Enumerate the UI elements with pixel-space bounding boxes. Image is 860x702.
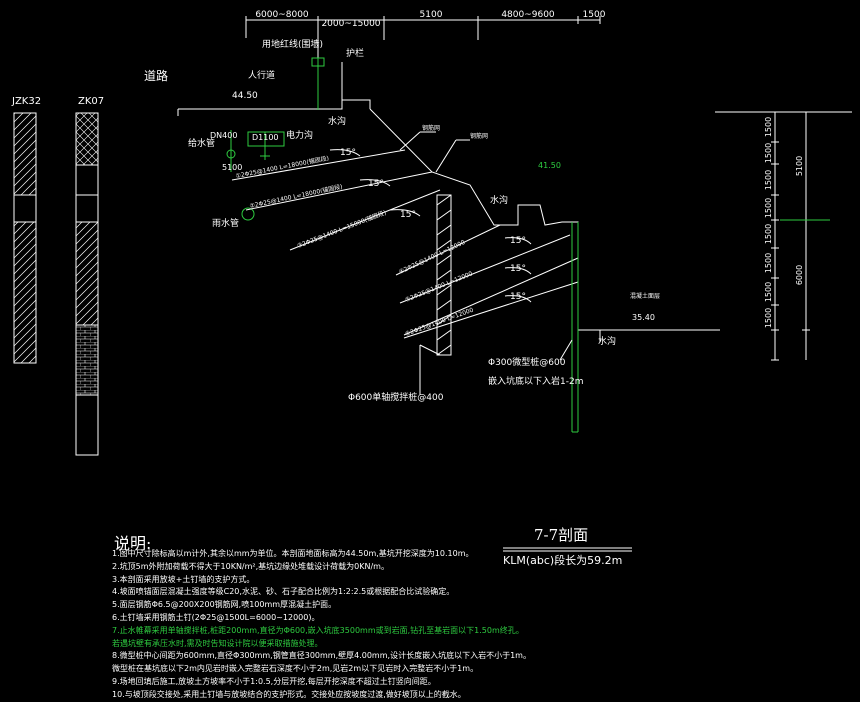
right-outer-dim-2: 6000 bbox=[795, 265, 804, 285]
borehole-label-1: JZK32 bbox=[11, 96, 41, 107]
right-dim-5: 1500 bbox=[764, 224, 773, 244]
surface-layer-label: 混凝土面层 bbox=[630, 292, 660, 300]
ditch-label-3: 水沟 bbox=[598, 335, 616, 347]
road-label: 道路 bbox=[144, 68, 168, 83]
right-dim-2: 1500 bbox=[764, 143, 773, 163]
right-dim-7: 1500 bbox=[764, 282, 773, 302]
note-line: 4.坡面喷锚面层混凝土强度等级C20,水泥、砂、石子配合比例为1:2:2.5或根… bbox=[112, 587, 455, 597]
anchor-label-4: ④2Φ25@1400 L=12000 bbox=[398, 239, 467, 276]
redline-label: 用地红线(围墙) bbox=[262, 38, 323, 50]
right-dim-6: 1500 bbox=[764, 253, 773, 273]
elec-d-label: D1100 bbox=[252, 133, 279, 142]
top-dim-5: 1500 bbox=[583, 10, 606, 20]
note-line: 2.坑顶5m外附加荷载不得大于10KN/m²,基坑边缘处堆载设计荷载为0KN/m… bbox=[112, 561, 389, 571]
row-pile-label-2: 嵌入坑底以下入岩1-2m bbox=[488, 375, 583, 387]
top-dim-3: 5100 bbox=[420, 10, 443, 20]
right-dim-4: 1500 bbox=[764, 198, 773, 218]
right-dim-3: 1500 bbox=[764, 170, 773, 190]
notes-title: 说明: bbox=[114, 534, 152, 553]
slope-angle-6: 15° bbox=[510, 292, 526, 302]
slope-profile bbox=[369, 108, 601, 342]
borehole-label-2: ZK07 bbox=[78, 96, 104, 107]
top-dim-1: 6000~8000 bbox=[255, 10, 309, 20]
right-outer-dim-1: 5100 bbox=[795, 156, 804, 176]
water-pipe-label: 给水管 bbox=[188, 137, 215, 149]
ground-surface bbox=[178, 99, 371, 110]
elev-right-2: 35.40 bbox=[632, 313, 655, 322]
note-line: 若遇坑壁有承压水时,需及时告知设计院以便采取措施处理。 bbox=[112, 638, 323, 648]
row-pile-label-1: Φ300微型桩@600 bbox=[488, 356, 566, 368]
note-line: 7.止水帷幕采用单轴搅拌桩,桩距200mm,直径为Φ600,嵌入坑底3500mm… bbox=[112, 625, 524, 635]
slope-angle-4: 15° bbox=[510, 236, 526, 246]
note-line: 5.面层钢筋Φ6.5@200X200钢筋网,喷100mm厚混凝土护面。 bbox=[112, 600, 337, 610]
elev-right-1: 41.50 bbox=[538, 161, 561, 170]
note-line: 1.图中尺寸除标高以m计外,其余以mm为单位。本剖面地面标高为44.50m,基坑… bbox=[112, 549, 474, 558]
anchor-label-2: ②2Φ25@1400 L=18000(锚固段) bbox=[249, 182, 343, 210]
note-line: 6.土钉墙采用钢筋土钉(2Φ25@1500L=6000~12000)。 bbox=[112, 612, 320, 622]
depth-pipe-label: 5100 bbox=[222, 163, 242, 172]
slope-angle-3: 15° bbox=[400, 210, 416, 220]
rain-pipe-label: 雨水管 bbox=[212, 217, 239, 229]
top-dim-4: 4800~9600 bbox=[501, 10, 555, 20]
notes-block: 1.图中尺寸除标高以m计外,其余以mm为单位。本剖面地面标高为44.50m,基坑… bbox=[112, 548, 832, 702]
right-dim-1: 1500 bbox=[764, 117, 773, 137]
mesh-label-2: 钢筋网 bbox=[470, 132, 488, 140]
mixing-pile bbox=[436, 194, 452, 356]
pile-label: Φ600单轴搅拌桩@400 bbox=[348, 391, 444, 403]
outer-wall-label: 护栏 bbox=[346, 47, 364, 59]
anchor-label-6: ⑥2Φ25@1400 L=12000 bbox=[404, 307, 474, 338]
top-dim-2: 2000~15000 bbox=[321, 19, 380, 29]
rain-pipe-symbol bbox=[241, 207, 255, 221]
mesh-label: 钢筋网 bbox=[422, 124, 440, 132]
note-line: 10.与坡顶段交接处,采用土钉墙与放坡结合的支护形式。交接处应按坡度过渡,做好坡… bbox=[112, 689, 466, 699]
ditch-label-1: 水沟 bbox=[328, 115, 346, 127]
anchor-line-1 bbox=[231, 149, 406, 181]
sidewalk-label: 人行道 bbox=[248, 69, 275, 81]
elev-top-label: 44.50 bbox=[232, 91, 258, 101]
anchor-label-1: ①2Φ25@1400 L=18000(锚固段) bbox=[235, 154, 330, 180]
note-line: 8.微型桩中心间距为600mm,直径Φ300mm,钢管直径300mm,壁厚4.0… bbox=[112, 651, 531, 661]
anchor-label-5: ⑤2Φ25@1400 L=12000 bbox=[404, 270, 474, 304]
ditch-label-2: 水沟 bbox=[490, 194, 508, 206]
section-subtitle: KLM(abc)段长为59.2m bbox=[503, 554, 623, 567]
note-line: 9.场地回填后施工,放坡土方坡率不小于1:0.5,分层开挖,每层开挖深度不超过土… bbox=[112, 676, 436, 686]
anchor-line-4 bbox=[395, 224, 501, 276]
slope-angle-2: 15° bbox=[368, 179, 384, 189]
water-pipe-d-label: DN400 bbox=[210, 131, 237, 140]
section-title: 7-7剖面 bbox=[534, 526, 589, 544]
elec-label: 电力沟 bbox=[286, 129, 313, 141]
right-dim-8: 1500 bbox=[764, 308, 773, 328]
note-line: 微型桩在基坑底以下2m内见岩时嵌入完整岩石深度不小于2m,见岩2m以下见岩时入完… bbox=[112, 664, 479, 674]
slope-angle-5: 15° bbox=[510, 264, 526, 274]
slope-angle-1: 15° bbox=[340, 148, 356, 158]
note-line: 3.本剖面采用放坡+土钉墙的支护方式。 bbox=[112, 574, 255, 584]
anchor-label-3: ③2Φ25@1400 L=15000(锚固段) bbox=[296, 208, 387, 249]
